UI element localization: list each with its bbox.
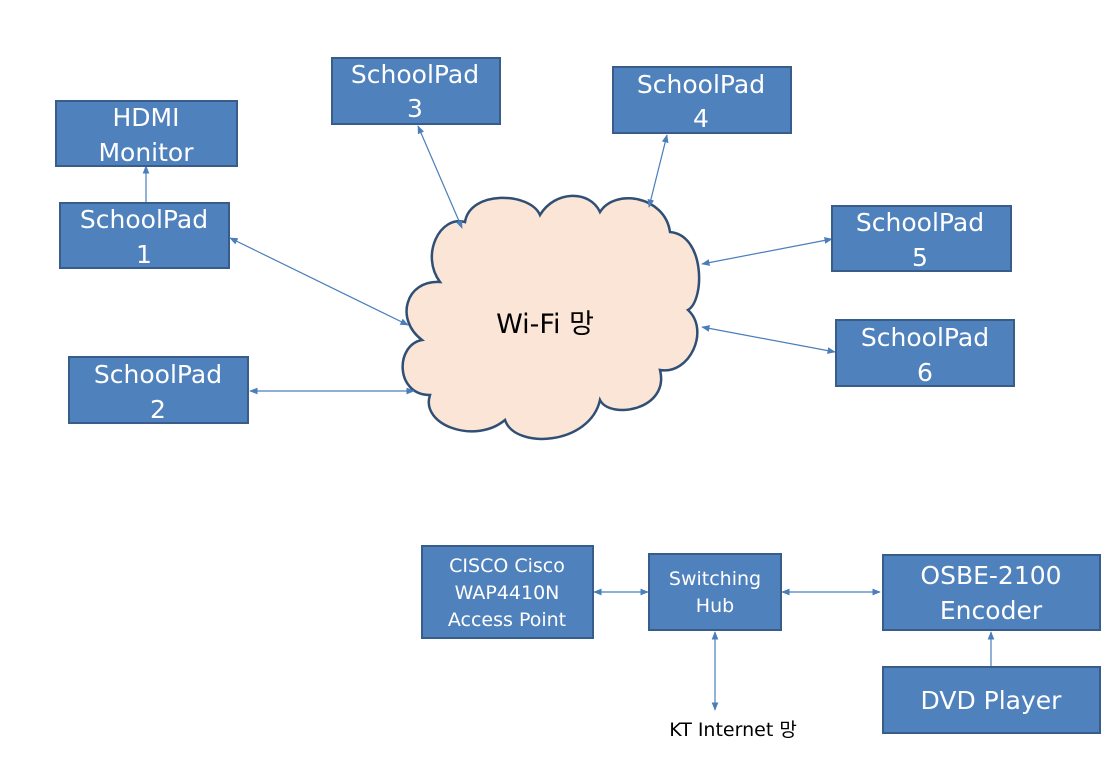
- schoolpad-6-label-2: 6: [917, 358, 933, 387]
- encoder-label-1: OSBE-2100: [920, 561, 1061, 590]
- schoolpad-5-box: SchoolPad 5: [831, 205, 1012, 272]
- hdmi-monitor-label-2: Monitor: [98, 138, 194, 167]
- wifi-cloud: Wi-Fi 망: [401, 194, 701, 441]
- schoolpad-1-label-2: 1: [136, 240, 152, 269]
- schoolpad-3-label-2: 3: [407, 94, 423, 123]
- schoolpad-3-box: SchoolPad 3: [331, 57, 501, 125]
- wifi-cloud-shape: [401, 194, 701, 441]
- wifi-cloud-label: Wi-Fi 망: [496, 309, 594, 340]
- schoolpad-4-box: SchoolPad 4: [612, 66, 792, 134]
- schoolpad-5-label-1: SchoolPad: [856, 208, 984, 237]
- schoolpad-1-label-1: SchoolPad: [80, 205, 208, 234]
- schoolpad-3-label-1: SchoolPad: [351, 60, 479, 89]
- hdmi-monitor-label-1: HDMI: [113, 103, 180, 132]
- connector-schoolpad4-cloud: [647, 134, 669, 208]
- access-point-box: CISCO Cisco WAP4410N Access Point: [421, 545, 594, 639]
- schoolpad-4-label-2: 4: [693, 104, 709, 133]
- encoder-box: OSBE-2100 Encoder: [882, 554, 1101, 631]
- switching-hub-label-1: Switching: [669, 568, 761, 590]
- dvd-player-label: DVD Player: [921, 686, 1063, 715]
- access-point-label-2: WAP4410N: [455, 582, 560, 604]
- switching-hub-box: Switching Hub: [648, 553, 782, 631]
- schoolpad-4-label-1: SchoolPad: [637, 70, 765, 99]
- dvd-player-box: DVD Player: [882, 666, 1101, 734]
- connector-schoolpad5-cloud: [701, 237, 833, 266]
- connector-schoolpad3-cloud: [417, 125, 463, 229]
- schoolpad-2-label-2: 2: [150, 395, 166, 424]
- access-point-label-1: CISCO Cisco: [449, 555, 565, 577]
- schoolpad-2-label-1: SchoolPad: [94, 360, 222, 389]
- connector-schoolpad6-cloud: [701, 325, 836, 354]
- switching-hub-label-2: Hub: [696, 595, 734, 617]
- schoolpad-5-label-2: 5: [912, 243, 928, 272]
- kt-internet-label: KT Internet 망: [669, 719, 797, 741]
- schoolpad-2-box: SchoolPad 2: [68, 356, 249, 424]
- schoolpad-1-box: SchoolPad 1: [59, 202, 230, 269]
- schoolpad-6-label-1: SchoolPad: [861, 323, 989, 352]
- encoder-label-2: Encoder: [940, 596, 1043, 625]
- schoolpad-6-box: SchoolPad 6: [835, 319, 1015, 387]
- connector-schoolpad1-cloud: [229, 237, 409, 326]
- hdmi-monitor-box: HDMI Monitor: [55, 100, 238, 167]
- access-point-label-3: Access Point: [448, 609, 566, 631]
